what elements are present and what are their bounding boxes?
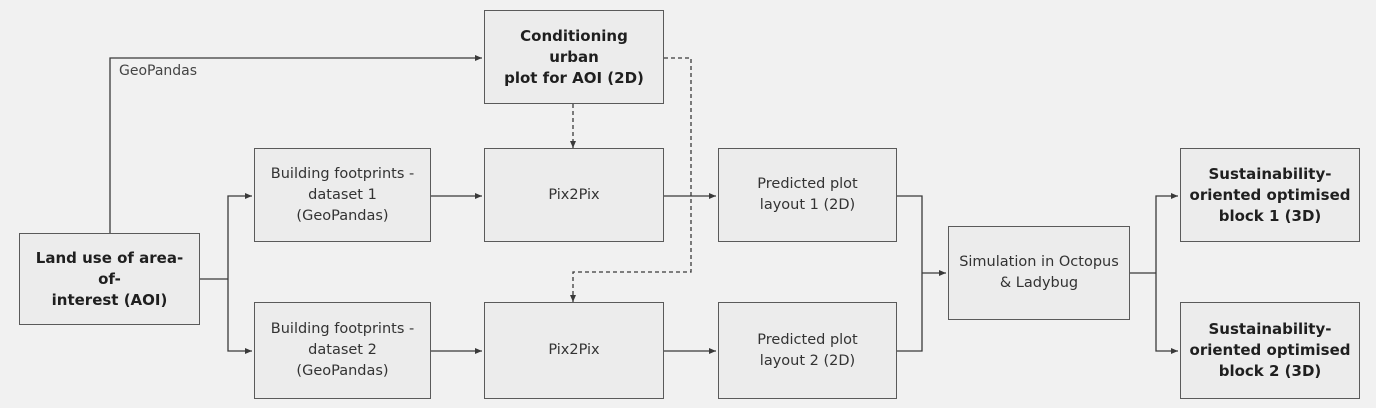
node-building-footprints-1: Building footprints - dataset 1 (GeoPand… [254,148,431,242]
node-predicted-layout-2: Predicted plot layout 2 (2D) [718,302,897,399]
edge-landuse-to-conditioning [109,55,482,233]
edge-label-geopandas: GeoPandas [119,63,198,79]
node-optimised-block-2: Sustainability- oriented optimised block… [1180,302,1360,399]
node-land-use-aoi: Land use of area-of- interest (AOI) [19,233,200,325]
node-predicted-layout-1: Predicted plot layout 1 (2D) [718,148,897,242]
edge-simulation-to-block1 [1155,193,1178,273]
edge-landuse-to-footprints1 [227,193,252,279]
edge-predicted2-to-merge [897,273,923,352]
node-simulation-octopus-ladybug: Simulation in Octopus & Ladybug [948,226,1130,320]
edge-simulation-to-block2 [1155,273,1178,354]
node-pix2pix-2: Pix2Pix [484,302,664,399]
node-building-footprints-2: Building footprints - dataset 2 (GeoPand… [254,302,431,399]
node-optimised-block-1: Sustainability- oriented optimised block… [1180,148,1360,242]
edge-conditioning-to-pix2pix2-dashed [570,57,692,302]
edge-landuse-to-footprints2 [227,279,252,354]
node-pix2pix-1: Pix2Pix [484,148,664,242]
node-conditioning-urban-plot: Conditioning urban plot for AOI (2D) [484,10,664,104]
edge-predicted1-to-merge [897,195,923,273]
